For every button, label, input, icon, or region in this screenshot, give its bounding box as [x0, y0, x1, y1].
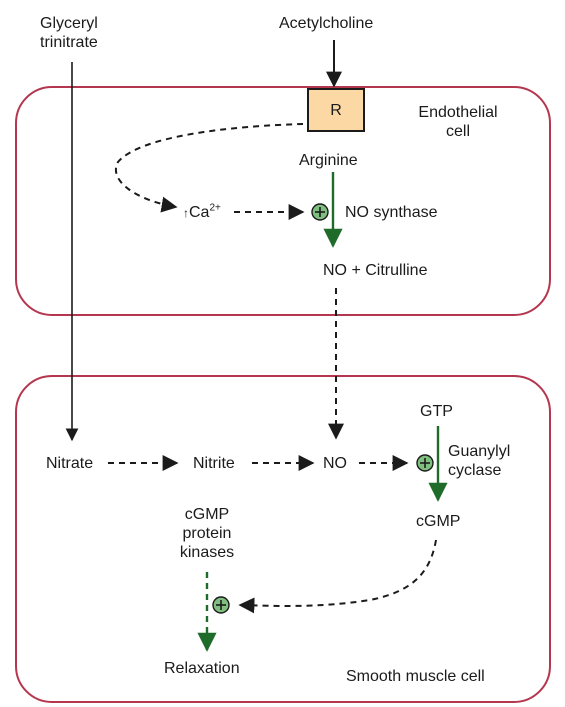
cgmp-label: cGMP: [416, 513, 461, 530]
calcium-up-arrow-icon: ↑: [183, 206, 189, 220]
acetylcholine-label: Acetylcholine: [279, 15, 374, 32]
glyceryl-trinitrate-label: Glyceryl trinitrate: [40, 15, 98, 51]
receptor-label: R: [330, 102, 342, 119]
no-label: NO: [323, 455, 347, 472]
smooth-muscle-cell-membrane: [15, 375, 551, 703]
no-citrulline-label: NO + Citrulline: [323, 262, 428, 279]
cgmp-protein-kinases-label: cGMP protein kinases: [179, 506, 235, 561]
endothelial-cell-membrane: [15, 86, 551, 316]
receptor-box: [307, 88, 365, 132]
gtp-label: GTP: [420, 403, 453, 420]
smooth-muscle-cell-label: Smooth muscle cell: [346, 668, 485, 685]
calcium-label: ↑Ca2+: [183, 202, 221, 221]
relaxation-label: Relaxation: [164, 660, 240, 677]
nitrite-label: Nitrite: [193, 455, 235, 472]
receptor-to-calcium-arrow: [115, 123, 304, 213]
guanylyl-cyclase-label: Guanylyl cyclase: [448, 443, 511, 479]
no-synthase-label: NO synthase: [345, 204, 438, 221]
nitrate-label: Nitrate: [46, 455, 94, 472]
cgmp-to-kinase-arrow: [238, 539, 437, 614]
arginine-label: Arginine: [299, 152, 358, 169]
endothelial-cell-label: Endothelial cell: [418, 104, 498, 140]
